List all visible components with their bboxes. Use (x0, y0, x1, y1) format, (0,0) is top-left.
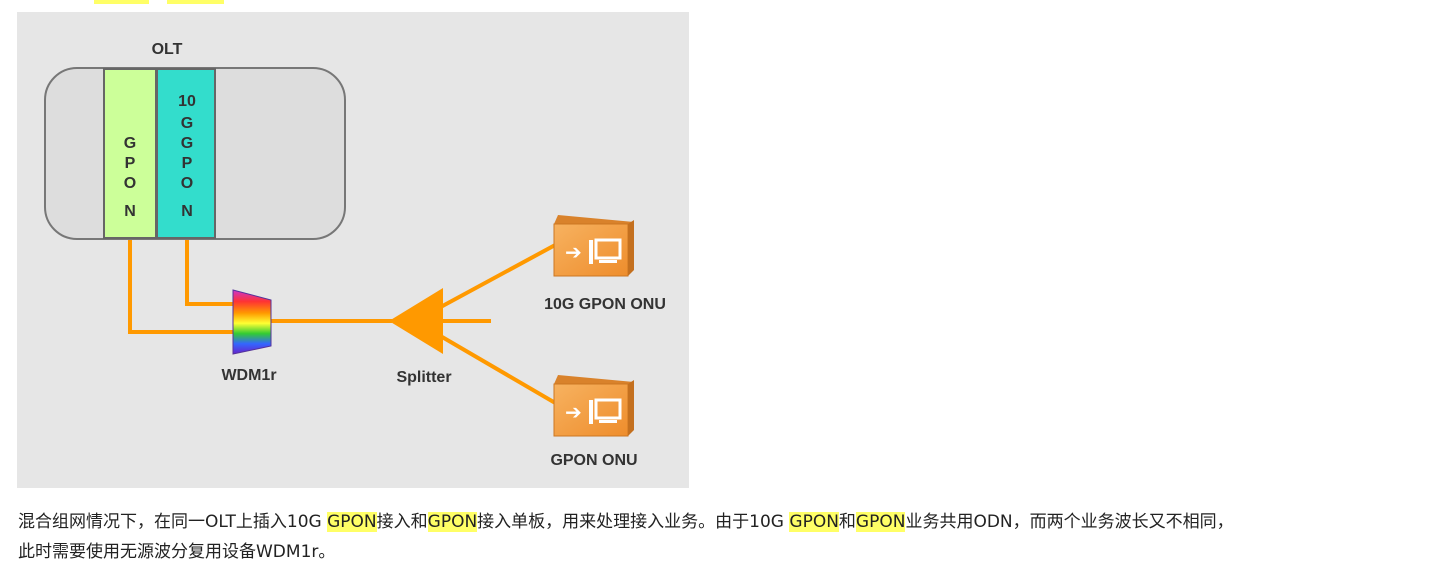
svg-text:➔: ➔ (565, 400, 582, 424)
diagram-svg: OLT G P O N 10 G G P O N (44, 41, 666, 469)
text-fragment: 接入单板，用来处理接入业务。由于10G (477, 512, 790, 532)
top-highlight-1 (94, 0, 149, 4)
onu-bottom-fiber (435, 332, 559, 406)
wdm-label: WDM1r (221, 367, 276, 384)
onu-top-label: 10G GPON ONU (544, 296, 666, 313)
gpon-card-letter-n: N (124, 203, 136, 220)
xgpon-fiber (185, 240, 233, 306)
top-highlight-fragments (0, 0, 300, 6)
text-fragment: 混合组网情况下，在同一OLT上插入10G (18, 512, 328, 532)
text-fragment: 接入和 (376, 512, 428, 532)
highlight-gpon: GPON (789, 512, 839, 532)
xgpon-card-letter-o: O (181, 175, 193, 192)
top-highlight-2 (167, 0, 224, 4)
network-diagram: OLT G P O N 10 G G P O N (17, 12, 689, 488)
xgpon-card-letter-g2: G (181, 135, 193, 152)
paragraph-line-2: 此时需要使用无源波分复用设备WDM1r。 (18, 542, 336, 562)
gpon-card-letter-o: O (124, 175, 136, 192)
svg-text:➔: ➔ (565, 240, 582, 264)
text-fragment: 和 (838, 512, 856, 532)
gpon-card-letter-g: G (124, 135, 136, 152)
onu-device-icon: ➔ (553, 215, 634, 277)
wdm-prism-icon (232, 289, 272, 355)
text-fragment: 业务共用ODN，而两个业务波长又不相同， (905, 512, 1234, 532)
xgpon-card-label-top: 10 (178, 93, 196, 110)
onu-device-icon: ➔ (553, 375, 634, 437)
onu-top-fiber (436, 242, 558, 311)
description-paragraph: 混合组网情况下，在同一OLT上插入10G GPON接入和GPON接入单板，用来处… (18, 507, 1428, 567)
highlight-gpon: GPON (327, 512, 377, 532)
onu-bottom-label: GPON ONU (550, 452, 637, 469)
xgpon-card-letter-g1: G (181, 115, 193, 132)
gpon-card (103, 68, 157, 239)
gpon-card-letter-p: P (125, 155, 136, 172)
highlight-gpon: GPON (855, 512, 906, 532)
xgpon-card-letter-p: P (182, 155, 193, 172)
splitter-label: Splitter (396, 369, 451, 386)
olt-label: OLT (152, 41, 183, 58)
splitter-triangle-icon (389, 288, 443, 354)
xgpon-card (156, 68, 216, 239)
highlight-gpon: GPON (427, 512, 478, 532)
xgpon-card-letter-n: N (181, 203, 193, 220)
gpon-fiber (128, 240, 233, 334)
paragraph-line-1: 混合组网情况下，在同一OLT上插入10G GPON接入和GPON接入单板，用来处… (18, 507, 1428, 537)
